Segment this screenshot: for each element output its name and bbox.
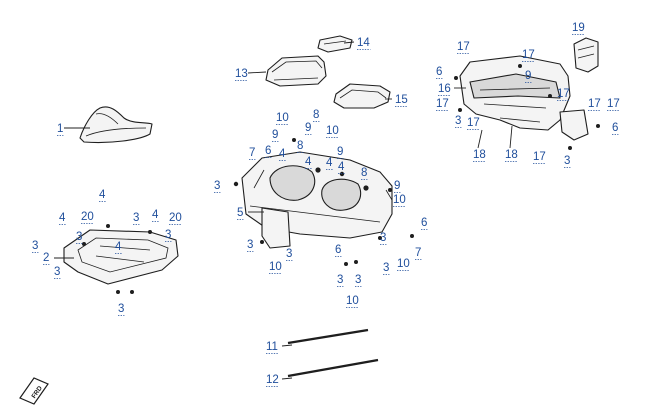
callout-6-right-b: 6 — [612, 122, 618, 134]
callout-3-left-f: 3 — [118, 303, 124, 315]
callout-3-f: 3 — [337, 274, 343, 286]
part-1-hood-scoop — [79, 106, 153, 144]
callout-18-b: 18 — [505, 149, 518, 161]
callout-1: 1 — [57, 123, 63, 135]
part-12-rod — [287, 358, 379, 378]
part-15-cover — [333, 83, 391, 109]
callout-4-left-a: 4 — [99, 189, 106, 201]
part-16-firewall-panel — [459, 55, 589, 141]
callout-16: 16 — [438, 83, 451, 95]
callout-7-b: 7 — [415, 247, 421, 259]
callout-4-a: 4 — [279, 148, 286, 160]
callout-3-right-a: 3 — [455, 115, 461, 127]
callout-12: 12 — [266, 374, 279, 386]
callout-17-b: 17 — [522, 49, 535, 61]
callout-4-left-b: 4 — [59, 212, 66, 224]
callout-5: 5 — [237, 207, 243, 219]
callout-3-g: 3 — [355, 274, 361, 286]
callout-4-left-c: 4 — [152, 209, 159, 221]
callout-20-b: 20 — [169, 212, 182, 224]
part-11-rod — [287, 328, 369, 345]
callout-9-c: 9 — [337, 146, 343, 158]
part-19-bracket — [573, 37, 599, 73]
callout-9-right: 9 — [525, 70, 531, 82]
callout-8-a: 8 — [313, 109, 319, 121]
callout-4-c: 4 — [326, 157, 333, 169]
brand-logo: FRD — [19, 377, 49, 405]
callouts: 1 13 14 15 19 16 18 18 17 17 17 17 17 17… — [32, 22, 620, 387]
callout-15: 15 — [395, 94, 408, 106]
callout-13: 13 — [235, 68, 248, 80]
callout-3-b: 3 — [247, 239, 253, 251]
callout-3-a: 3 — [214, 180, 220, 192]
callout-14: 14 — [357, 37, 370, 49]
callout-18-a: 18 — [473, 149, 486, 161]
callout-3-left-c: 3 — [165, 229, 171, 241]
callout-7-a: 7 — [249, 147, 255, 159]
callout-4-left-d: 4 — [115, 241, 122, 253]
callout-6-a: 6 — [265, 145, 271, 157]
callout-8-c: 8 — [361, 167, 367, 179]
callout-10-c: 10 — [393, 194, 406, 206]
callout-10-f: 10 — [346, 295, 359, 307]
callout-3-left-a: 3 — [133, 212, 139, 224]
callout-10-a: 10 — [276, 112, 289, 124]
leader-lines — [54, 41, 513, 380]
left-tray-frame — [63, 229, 179, 285]
callout-17-h: 17 — [533, 151, 546, 163]
callout-17-c: 17 — [557, 88, 570, 100]
callout-3-right-b: 3 — [564, 155, 570, 167]
callout-11: 11 — [266, 341, 278, 353]
callout-3-left-b: 3 — [76, 231, 82, 243]
callout-17-f: 17 — [436, 98, 449, 110]
callout-3-left-e: 3 — [54, 266, 60, 278]
callout-6-right-a: 6 — [436, 66, 442, 78]
callout-10-e: 10 — [397, 258, 410, 270]
center-storage-tub — [241, 151, 393, 249]
callout-9-a: 9 — [272, 129, 278, 141]
callout-10-b: 10 — [326, 125, 339, 137]
callout-10-d: 10 — [269, 261, 282, 273]
part-14-small-panel — [317, 35, 353, 53]
callout-17-d: 17 — [588, 98, 601, 110]
fasteners — [82, 64, 600, 294]
callout-20-a: 20 — [81, 211, 94, 223]
callout-9-b: 9 — [305, 122, 311, 134]
callout-9-d: 9 — [394, 180, 400, 192]
callout-4-d: 4 — [338, 161, 345, 173]
callout-17-e: 17 — [607, 98, 620, 110]
callout-3-c: 3 — [286, 248, 292, 260]
callout-6-c: 6 — [421, 217, 427, 229]
callout-4-b: 4 — [305, 156, 312, 168]
callout-17-a: 17 — [457, 41, 470, 53]
callout-8-b: 8 — [297, 140, 303, 152]
callout-17-g: 17 — [467, 117, 480, 129]
callout-3-left-d: 3 — [32, 240, 38, 252]
callout-3-d: 3 — [380, 232, 386, 244]
callout-3-e: 3 — [383, 262, 389, 274]
callout-2: 2 — [43, 252, 49, 264]
callout-6-b: 6 — [335, 244, 341, 256]
part-13-lid — [265, 55, 327, 87]
callout-19: 19 — [572, 22, 585, 34]
